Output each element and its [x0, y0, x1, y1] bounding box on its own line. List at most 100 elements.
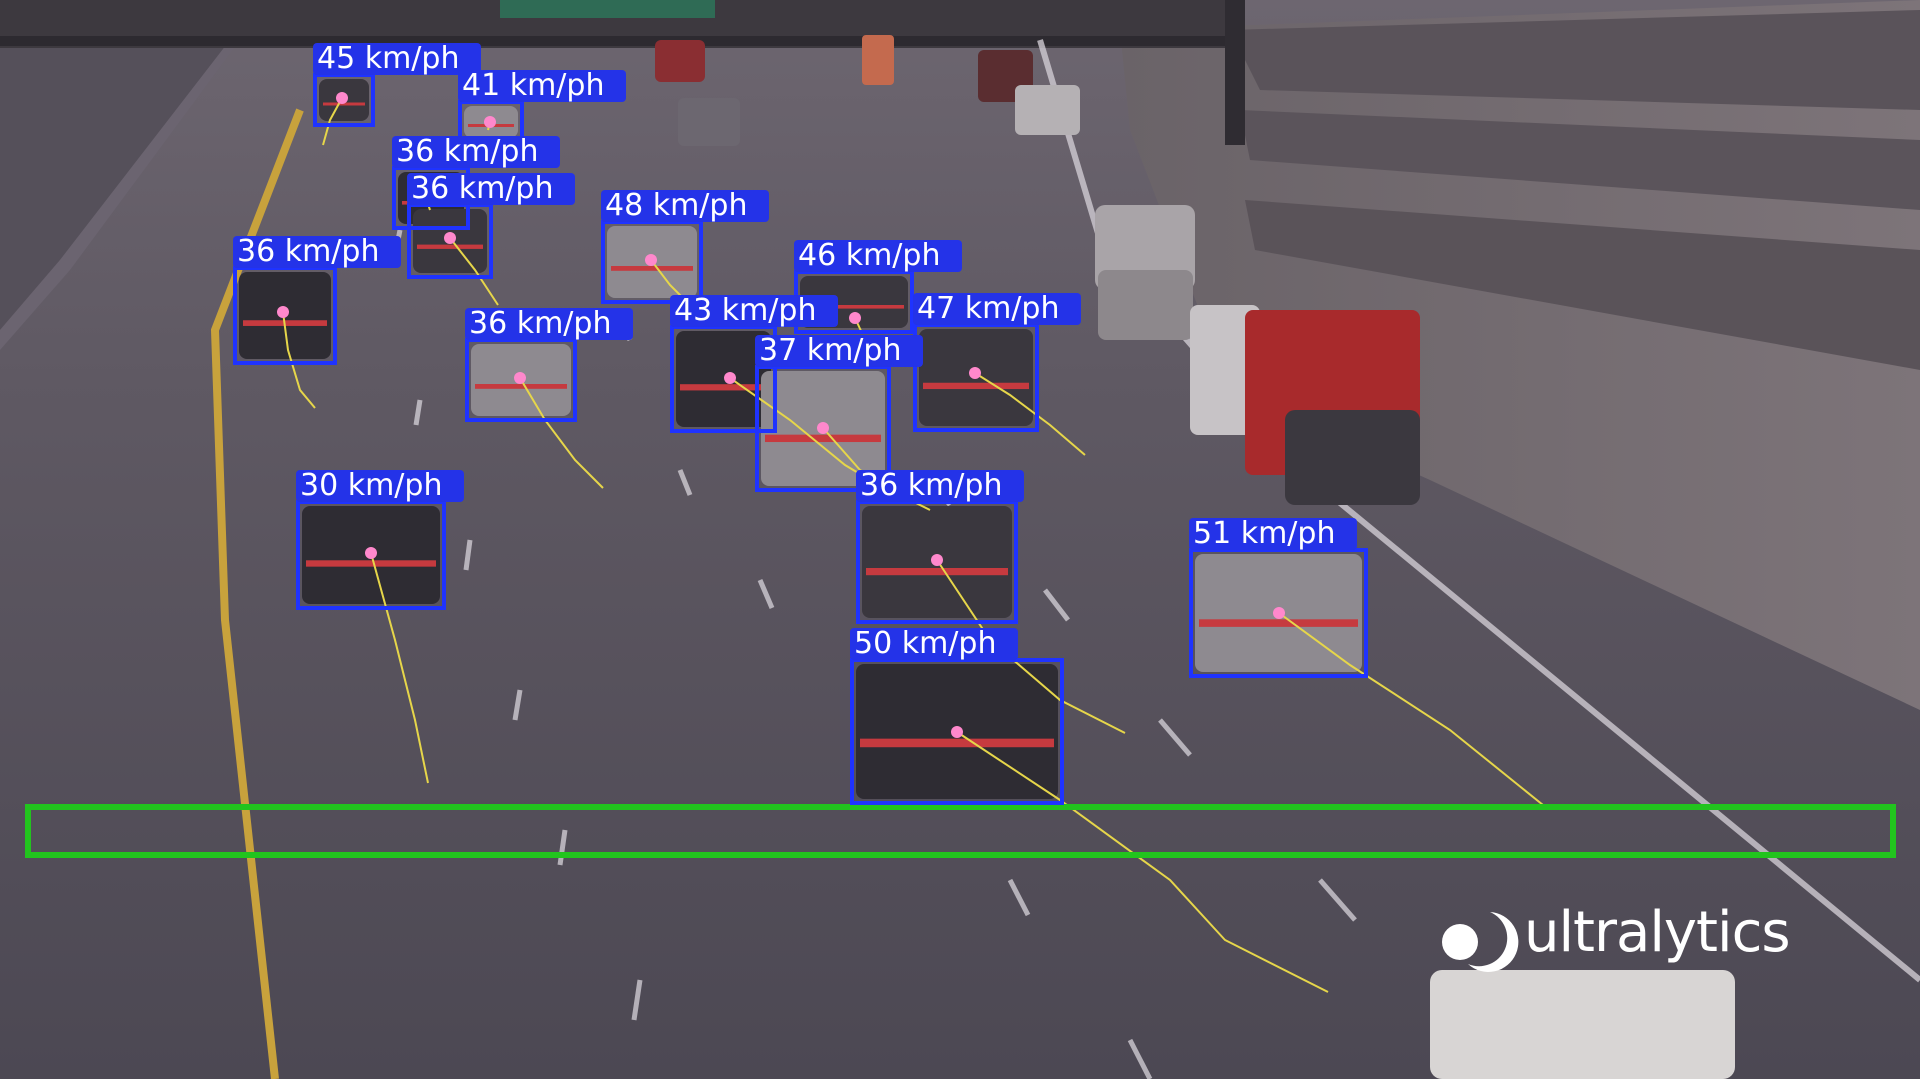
vehicle-detection: 46 km/ph: [794, 238, 962, 334]
speed-label: 51 km/ph: [1193, 516, 1335, 551]
counting-zone: [25, 804, 1896, 858]
tail-lights: [680, 384, 767, 391]
centroid-dot: [931, 554, 943, 566]
overpass-pillar: [1225, 0, 1245, 145]
wall-band-2: [1240, 110, 1920, 210]
parked-car: [1098, 270, 1193, 340]
road-sign: [862, 35, 894, 85]
speed-label-bg: [296, 470, 464, 502]
vehicle-detection: 45 km/ph: [313, 41, 481, 127]
speed-label: 50 km/ph: [854, 626, 996, 661]
vehicle-detection: 36 km/ph: [856, 468, 1024, 624]
speed-label-bg: [407, 173, 575, 205]
tail-lights: [923, 382, 1029, 390]
speed-label: 45 km/ph: [317, 41, 459, 76]
far-car: [1015, 85, 1080, 135]
speed-label-bg: [856, 470, 1024, 502]
track-trail: [449, 237, 499, 306]
tail-lights: [417, 244, 483, 249]
wall-band-1: [1230, 10, 1920, 110]
centroid-dot: [365, 547, 377, 559]
speed-label-bg: [850, 628, 1018, 660]
centroid-dot: [849, 312, 861, 324]
track-trail: [974, 372, 1086, 456]
speed-label-bg: [601, 190, 769, 222]
ultralytics-logo-icon: [1442, 912, 1519, 972]
centroid-dot: [277, 306, 289, 318]
vehicle-detection: 43 km/ph: [670, 293, 838, 433]
speed-label: 36 km/ph: [469, 306, 611, 341]
tail-lights: [323, 102, 365, 106]
vehicle-detection: 37 km/ph: [755, 333, 923, 492]
yellow-edge-line: [210, 108, 304, 1079]
speed-label-bg: [465, 308, 633, 340]
tail-lights: [1199, 619, 1358, 627]
track-trail: [956, 731, 1329, 993]
tail-lights: [765, 434, 881, 443]
track-trail: [1278, 612, 1544, 806]
speed-label: 36 km/ph: [237, 234, 379, 269]
vehicle-detection: 36 km/ph: [233, 234, 401, 365]
wall-band-3: [1245, 200, 1920, 370]
speed-label-bg: [1189, 518, 1357, 550]
tail-lights: [860, 738, 1054, 748]
speed-label: 37 km/ph: [759, 333, 901, 368]
centroid-dot: [1273, 607, 1285, 619]
parked-suv: [1190, 305, 1260, 435]
speed-label-bg: [458, 70, 626, 102]
left-barrier: [0, 40, 230, 330]
centroid-dot: [817, 422, 829, 434]
speed-label-bg: [794, 240, 962, 272]
centroid-dot: [645, 254, 657, 266]
tail-lights: [611, 266, 693, 271]
far-car: [655, 40, 705, 82]
vehicle-detection: 50 km/ph: [850, 626, 1064, 805]
tail-lights: [475, 384, 567, 389]
centroid-dot: [336, 92, 348, 104]
speed-label: 47 km/ph: [917, 291, 1059, 326]
foreground-suv: [1430, 970, 1735, 1079]
vehicle-detection: 36 km/ph: [407, 171, 575, 279]
vehicle-detection: 51 km/ph: [1189, 516, 1368, 678]
left-barrier-edge: [0, 40, 240, 350]
centroid-dot: [484, 116, 496, 128]
track-trail: [282, 311, 316, 409]
speed-label-bg: [755, 335, 923, 367]
speed-label: 46 km/ph: [798, 238, 940, 273]
speed-label-bg: [913, 293, 1081, 325]
vehicle-detection: 30 km/ph: [296, 468, 464, 610]
track-trail: [936, 559, 1126, 734]
tail-lights: [306, 560, 436, 567]
speed-label-bg: [233, 236, 401, 268]
tail-lights: [804, 305, 904, 309]
track-trail: [370, 552, 429, 784]
speed-label-bg: [392, 136, 560, 168]
far-car: [678, 98, 740, 146]
track-trail: [519, 377, 604, 489]
centroid-dot: [514, 372, 526, 384]
parked-van: [1095, 205, 1195, 290]
speed-label: 43 km/ph: [674, 293, 816, 328]
highway-sign: [500, 0, 715, 18]
speed-label: 36 km/ph: [860, 468, 1002, 503]
speed-label: 30 km/ph: [300, 468, 442, 503]
speed-label: 36 km/ph: [411, 171, 553, 206]
vehicle-detection: 41 km/ph: [458, 68, 626, 144]
vehicle-detection: 48 km/ph: [601, 188, 769, 304]
speed-label-bg: [670, 295, 838, 327]
centroid-dot: [444, 232, 456, 244]
vehicle-detection: 36 km/ph: [465, 306, 633, 422]
speed-label: 48 km/ph: [605, 188, 747, 223]
tail-lights: [866, 568, 1008, 576]
vehicle-detection: 47 km/ph: [913, 291, 1081, 432]
centroid-dot: [724, 372, 736, 384]
speed-label: 36 km/ph: [396, 134, 538, 169]
vehicle-body: [676, 331, 771, 427]
centroid-dot: [969, 367, 981, 379]
track-trail: [322, 97, 343, 146]
speed-label-bg: [313, 43, 481, 75]
logo-wordmark: ultralytics: [1524, 900, 1791, 965]
